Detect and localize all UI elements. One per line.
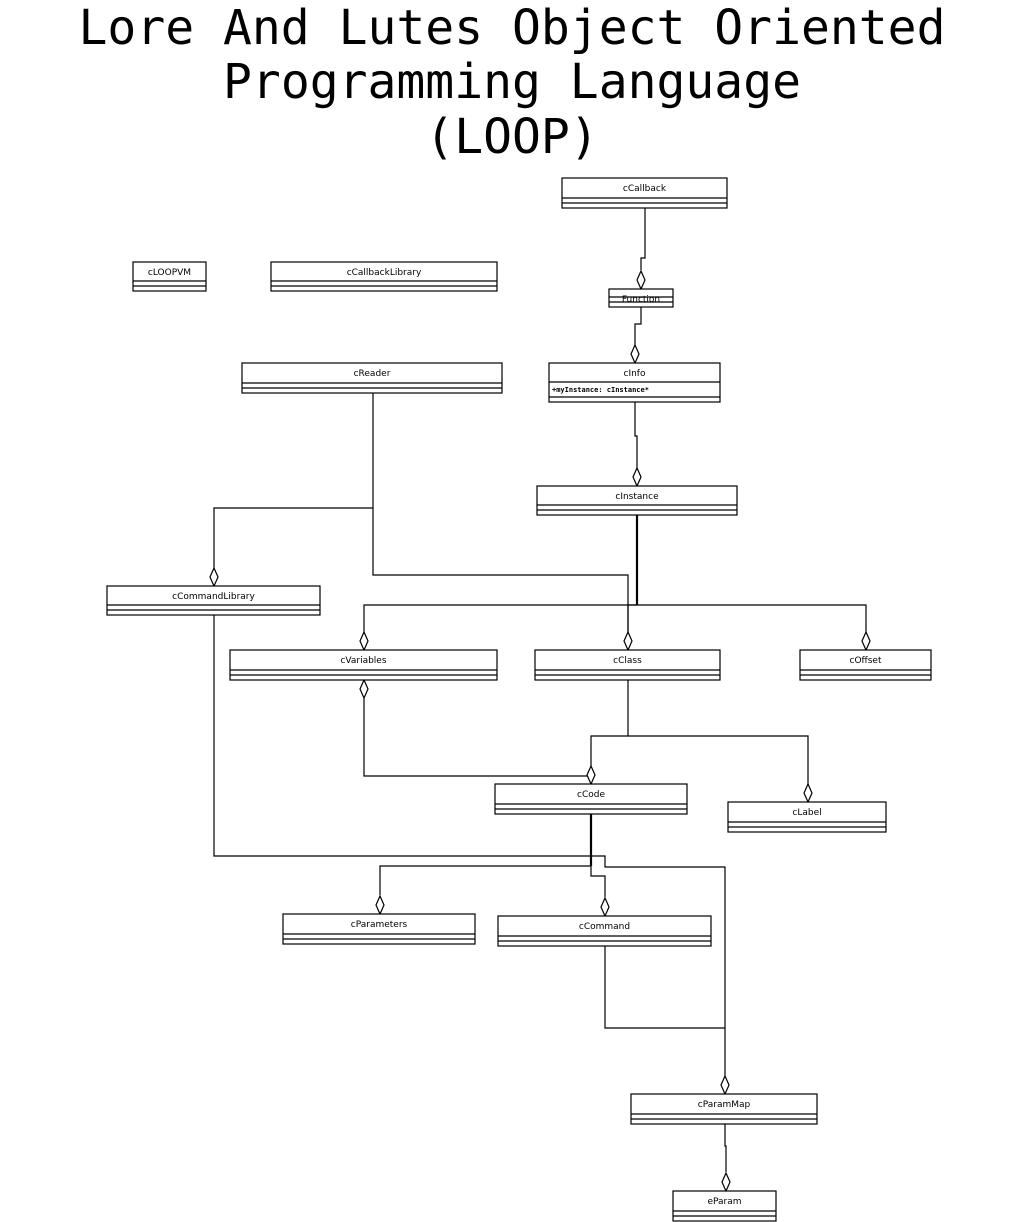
class-name: cInstance [615,492,659,502]
edge-cParamMap-eParam [724,1124,727,1172]
edge-cCommand-cParamMap [604,946,725,1029]
aggregation-diamond [600,896,610,918]
aggregation-diamond [636,269,646,291]
edge-cCode-cVariables [363,698,591,777]
aggregation-diamond [861,630,871,652]
aggregation-diamond [630,343,640,365]
class-clabel: cLabel [727,801,887,833]
aggregation-diamond [586,764,596,786]
aggregation-diamond [721,1171,731,1193]
class-name: Function [622,295,660,305]
class-ccommandlibrary: cCommandLibrary [106,585,321,616]
class-cvariables: cVariables [229,649,498,681]
class-name: cCallbackLibrary [347,268,422,278]
classes-layer: cCallback cLOOPVM cCallbackLibraryFunction… [106,177,932,1222]
class-eparam: eParam [672,1190,777,1222]
title-line-2: Programming Language [223,54,801,110]
edge-cClass-cCode [590,680,629,766]
class-ccommand: cCommand [497,915,712,947]
class-cparameters: cParameters [282,913,476,945]
aggregation-diamond [623,630,633,652]
title-line-1: Lore And Lutes Object Oriented [79,0,946,56]
aggregation-diamond [359,678,369,700]
class-name: eParam [707,1197,741,1207]
class-name: cCommand [579,922,630,932]
edge-Function-cInfo [634,307,642,346]
edge-cClass-cLabel [628,735,809,784]
class-attribute: +myInstance: cInstance* [552,386,649,394]
class-ccode: cCode [494,783,688,815]
class-cinstance: cInstance [536,485,738,516]
edge-cInstance-cOffset [637,604,867,632]
edge-cCommandLibrary-cParamMap [213,615,726,1076]
aggregation-diamond [720,1074,730,1096]
aggregation-diamond [209,566,219,588]
edge-cInstance-cClass [627,604,637,632]
class-name: cClass [613,656,642,666]
class-cclass: cClass [534,649,721,681]
aggregation-diamond [375,894,385,916]
class-cparammap: cParamMap [630,1093,818,1125]
aggregation-diamonds [209,269,871,1193]
class-cloopvm: cLOOPVM [132,261,207,292]
class-ccallback: cCallback [561,177,728,209]
class-name: cCode [577,790,605,800]
diagram-title: Lore And Lutes Object Oriented Programmi… [79,0,946,165]
aggregation-diamond [632,466,642,488]
class-name: cVariables [340,656,386,666]
class-coffset: cOffset [799,649,932,681]
edge-cReader-cCommandLibrary [213,393,374,568]
class-name: cParameters [351,920,408,930]
class-name: cParamMap [698,1100,751,1110]
class-name: cCallback [623,184,667,194]
aggregation-diamond [803,782,813,804]
class-name: cOffset [850,656,882,666]
class-ccallbacklibrary: cCallbackLibrary [270,261,498,292]
class-function: Function [608,288,674,308]
edge-cCode-cCommand [590,866,606,897]
edge-cReader-cClass [372,508,629,632]
edge-cInstance-cVariables [363,604,637,632]
edge-cCallback-Function [640,208,646,270]
class-name: cInfo [624,369,646,379]
relations-layer [213,208,867,1172]
edge-cInfo-cInstance [634,402,638,468]
class-name: cLabel [792,808,821,818]
aggregation-diamond [359,630,369,652]
class-creader: cReader [241,362,503,394]
class-name: cCommandLibrary [172,592,255,602]
class-cinfo: cInfo +myInstance: cInstance* [548,362,721,403]
title-line-3: (LOOP) [425,109,598,165]
edge-cCode-cParameters [379,865,591,895]
class-name: cReader [354,369,391,379]
class-name: cLOOPVM [148,268,191,278]
